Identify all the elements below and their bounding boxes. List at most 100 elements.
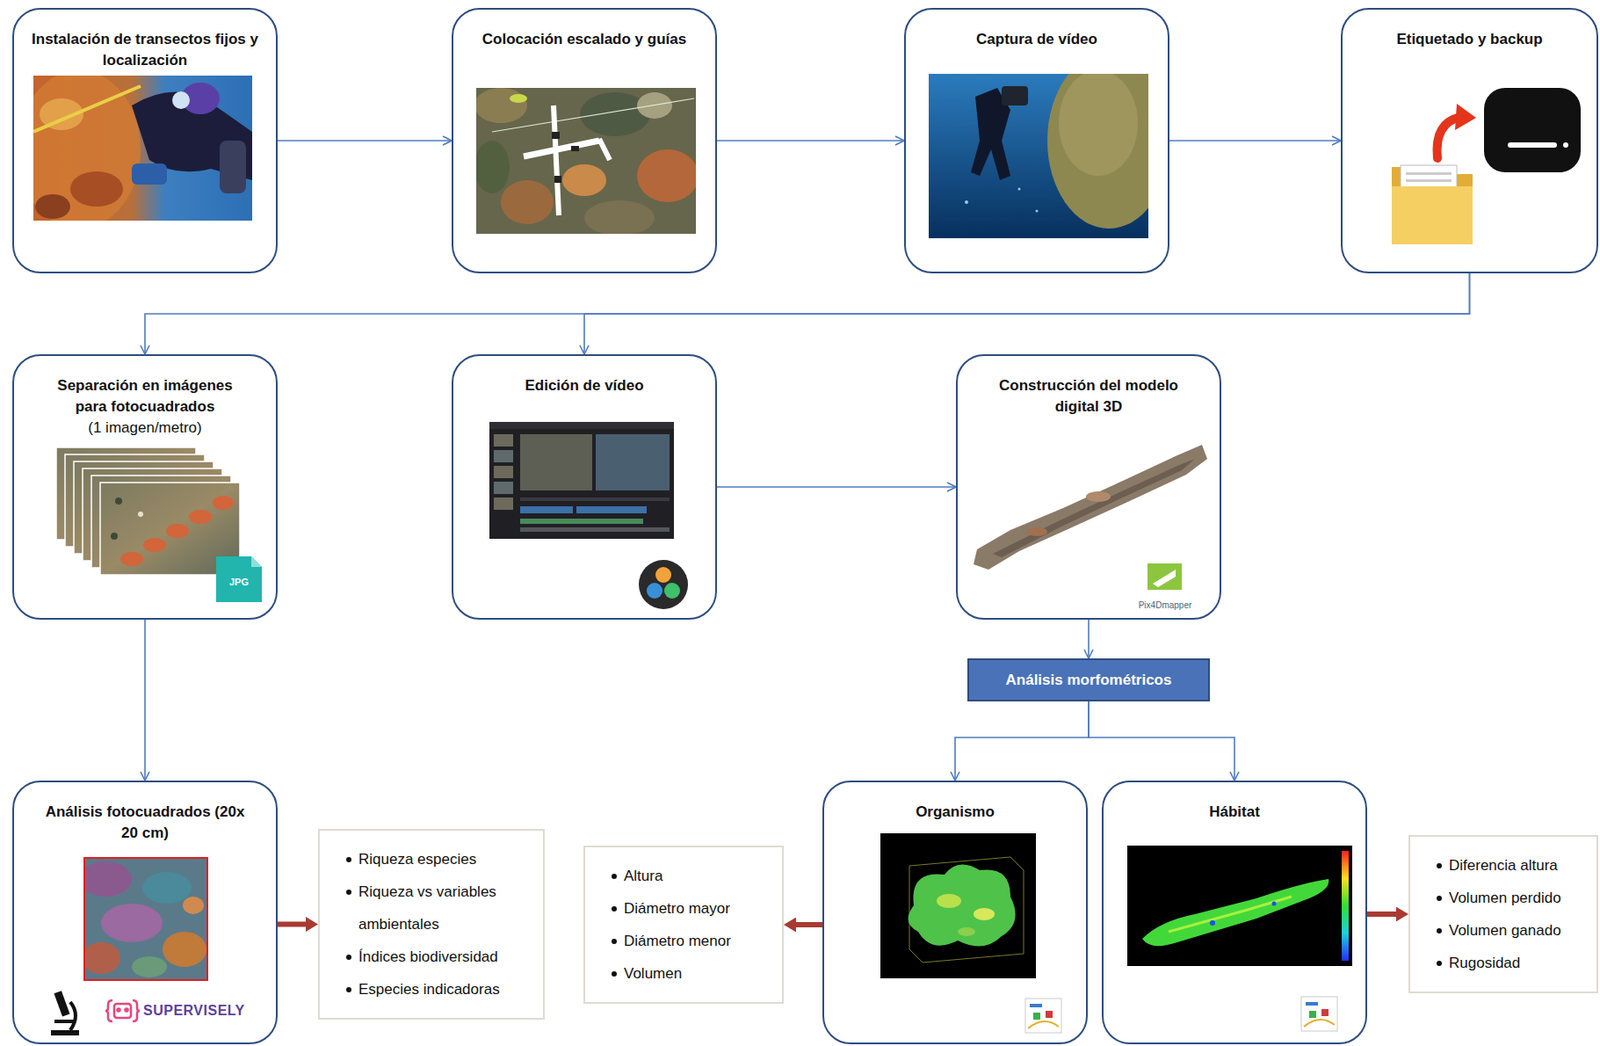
- bullet-list-box: Riqueza especiesRiqueza vs variables amb…: [318, 828, 545, 1020]
- quadrat-photo: [599, 138, 610, 160]
- list-item: Riqueza especies: [346, 842, 533, 876]
- process-box: Captura de vídeo: [904, 7, 1170, 274]
- supervisely-logo-icon: [105, 999, 113, 1021]
- quadrat-photo: [509, 94, 528, 103]
- video-editor-screenshot: [520, 506, 573, 514]
- photoquadrat-image: [182, 896, 204, 914]
- box-title: Separación en imágenes para fotocuadrado…: [41, 375, 249, 418]
- cloudcompare-logo: [1028, 1020, 1059, 1029]
- backup-icons: [1507, 142, 1557, 148]
- quadrat-photo: [476, 87, 528, 124]
- video-editor-screenshot: [493, 465, 514, 478]
- list-item: Diámetro mayor: [611, 891, 772, 925]
- list-item: Volumen: [611, 956, 772, 990]
- box-title: Hábitat: [1130, 801, 1339, 823]
- quadrat-photo: [584, 200, 655, 234]
- list-item: Volumen perdido: [1436, 881, 1586, 914]
- diver-video-photo: [928, 73, 1149, 239]
- habitat-model: [1341, 850, 1349, 961]
- box-title: Edición de vídeo: [480, 375, 688, 397]
- 3d-model: [973, 444, 1208, 570]
- cloudcompare-logo: [1029, 1003, 1043, 1007]
- microscope-icon: [53, 990, 70, 1016]
- image-stack: [110, 532, 118, 540]
- image-stack: [143, 537, 167, 552]
- quadrat-photo: [553, 105, 559, 216]
- jpg-file-icon: [216, 556, 262, 602]
- video-editor-screenshot: [493, 481, 514, 494]
- image-stack: [188, 509, 212, 524]
- backup-icons: [1405, 172, 1452, 175]
- video-editor-screenshot: [493, 497, 514, 510]
- list-item: Índices biodiversidad: [346, 940, 533, 973]
- flow-arrow: [144, 619, 146, 781]
- image-stack: [212, 495, 234, 510]
- quadrat-photo: [476, 140, 510, 194]
- diver-photo: [131, 163, 167, 185]
- flow-arrow: [1087, 619, 1090, 659]
- 3d-model: [973, 444, 1208, 570]
- organism-model: [880, 832, 1036, 978]
- flow-arrow: [1088, 701, 1235, 781]
- backup-icons: [1455, 103, 1477, 131]
- flow-arrow: [584, 273, 1470, 355]
- video-editor-screenshot: [520, 527, 670, 532]
- cloudcompare-logo: [1309, 1010, 1317, 1018]
- bullet-list-box: AlturaDiámetro mayorDiámetro menorVolume…: [583, 845, 784, 1004]
- diver-video-photo: [1018, 188, 1021, 191]
- image-stack: [137, 511, 144, 517]
- 3d-model: [1026, 527, 1048, 536]
- process-box: Edición de vídeo: [451, 354, 717, 620]
- diver-video-photo: [1047, 73, 1149, 229]
- davinci-logo: [646, 582, 663, 599]
- microscope-icon: [50, 990, 80, 1036]
- video-editor-screenshot: [595, 434, 670, 491]
- supervisely-logo-icon: [125, 1008, 129, 1012]
- flow-arrow: [1169, 139, 1341, 142]
- cloudcompare-logo: [1301, 996, 1338, 1031]
- box-title: Colocación escalado y guías: [480, 28, 688, 51]
- video-editor-screenshot: [489, 421, 674, 539]
- microscope-icon: [54, 1019, 74, 1023]
- process-box: Construcción del modelo digital 3D: [955, 354, 1222, 620]
- pix4d-logo: [1147, 563, 1182, 590]
- supervisely-logo-icon: [114, 1003, 131, 1018]
- diver-photo: [33, 86, 141, 132]
- organism-model: [936, 893, 962, 908]
- list-item: Volumen ganado: [1436, 913, 1586, 947]
- quadrat-photo: [551, 131, 560, 139]
- habitat-model: [1272, 901, 1277, 906]
- backup-icons: [1563, 142, 1569, 148]
- flow-arrow: [144, 273, 1470, 355]
- section-band: Análisis morfométricos: [967, 658, 1210, 702]
- habitat-model: [1127, 845, 1353, 966]
- habitat-model: [1209, 919, 1216, 926]
- photoquadrat-image: [162, 931, 207, 967]
- quadrat-photo: [637, 149, 696, 203]
- quadrat-photo: [500, 180, 554, 225]
- box-title: Construcción del modelo digital 3D: [978, 375, 1199, 418]
- video-editor-screenshot: [520, 518, 644, 524]
- result-arrow: [277, 921, 306, 927]
- list-item: Riqueza vs variables ambientales: [346, 875, 533, 941]
- quadrat-photo: [562, 164, 607, 196]
- box-title: Análisis fotocuadrados (20x 20 cm): [41, 801, 249, 844]
- image-stack: [115, 497, 123, 505]
- cloudcompare-logo: [1033, 1012, 1041, 1020]
- flow-arrow: [277, 139, 452, 142]
- habitat-model: [1142, 878, 1329, 946]
- organism-model: [880, 832, 1036, 978]
- box-title: Organismo: [851, 801, 1059, 823]
- photoquadrat-image: [84, 941, 121, 974]
- process-box: Hábitat: [1101, 780, 1368, 1044]
- flow-arrow: [716, 139, 905, 142]
- list-item: Especies indicadoras: [346, 972, 533, 1006]
- image-stack: [120, 551, 144, 566]
- cloudcompare-logo: [1045, 1010, 1053, 1018]
- backup-icons: [1391, 186, 1473, 245]
